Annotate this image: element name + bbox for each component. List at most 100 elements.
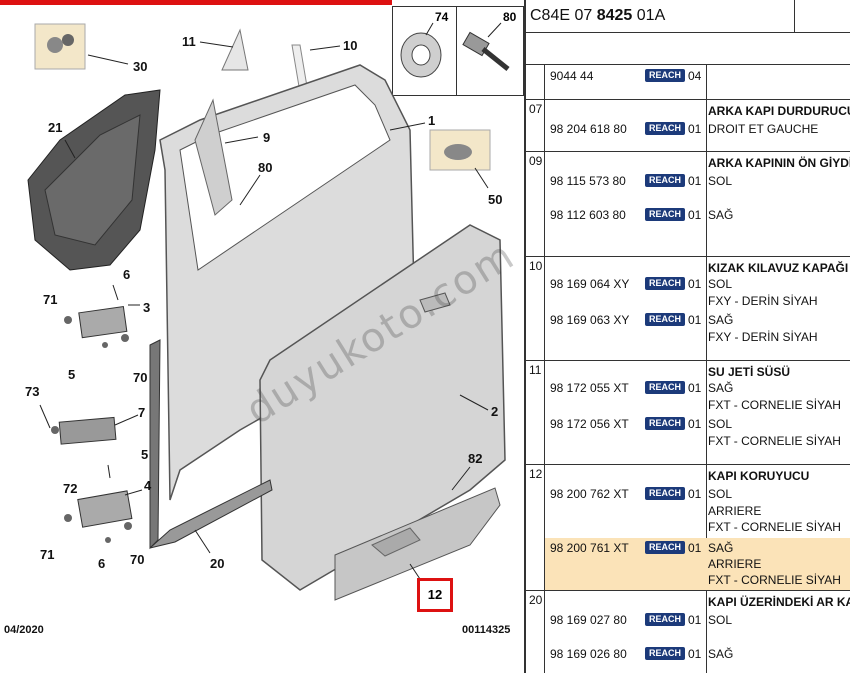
- part-description: SOL: [708, 487, 733, 501]
- callout-72[interactable]: 72: [63, 481, 78, 496]
- part-trim: FXT - CORNELIE SİYAH: [708, 434, 841, 448]
- callout-70-top[interactable]: 70: [133, 370, 148, 385]
- part-position: ARRIERE: [708, 504, 762, 518]
- callout-73[interactable]: 73: [25, 384, 40, 399]
- callout-11[interactable]: 11: [182, 34, 196, 49]
- reach-badge: REACH: [645, 69, 685, 82]
- part-number[interactable]: 98 112 603 80: [550, 208, 626, 222]
- quantity: 01: [688, 487, 702, 501]
- reach-badge: REACH: [645, 277, 685, 290]
- reach-badge: REACH: [645, 613, 685, 626]
- part-position: ARRIERE: [708, 557, 762, 571]
- reach-badge: REACH: [645, 313, 685, 326]
- quantity: 01: [688, 417, 702, 431]
- hardware-inset: 74 80: [392, 6, 524, 96]
- callout-12-highlighted[interactable]: 12: [417, 578, 453, 612]
- row-number: 20: [529, 593, 543, 607]
- callout-80[interactable]: 80: [258, 160, 273, 175]
- parts-row[interactable]: 07 ARKA KAPI DURDURUCU 98 204 618 80 REA…: [526, 99, 850, 152]
- part-description: SAĞ: [708, 313, 734, 327]
- part-number[interactable]: 98 169 026 80: [550, 647, 627, 661]
- callout-20[interactable]: 20: [210, 556, 225, 571]
- reach-badge: REACH: [645, 647, 685, 660]
- part-description: SOL: [708, 417, 733, 431]
- callout-3[interactable]: 3: [143, 300, 151, 315]
- row-number: 11: [529, 363, 542, 377]
- part-description: DROIT ET GAUCHE: [708, 122, 819, 136]
- hinge-lower: [64, 464, 143, 543]
- callout-4[interactable]: 4: [144, 478, 152, 493]
- row-title: KAPI KORUYUCU: [708, 469, 810, 483]
- part-trim: FXT - CORNELIE SİYAH: [708, 573, 841, 587]
- diagram-date: 04/2020: [4, 624, 44, 636]
- reach-badge: REACH: [645, 487, 685, 500]
- callout-30[interactable]: 30: [133, 59, 148, 74]
- part-number[interactable]: 98 200 761 XT: [550, 541, 629, 555]
- reference-code: C84E 07 8425 01A: [530, 7, 666, 24]
- part-trim: FXY - DERİN SİYAH: [708, 294, 818, 308]
- part-number[interactable]: 98 204 618 80: [550, 122, 627, 136]
- callout-71-top[interactable]: 71: [43, 292, 58, 307]
- inset-label-74: 74: [435, 10, 449, 24]
- parts-diagram: 74 80: [0, 0, 524, 636]
- part-number[interactable]: 98 200 762 XT: [550, 487, 629, 501]
- inset-label-80: 80: [503, 10, 517, 24]
- part-number[interactable]: 98 169 027 80: [550, 613, 627, 627]
- reach-badge: REACH: [645, 381, 685, 394]
- row-number: 12: [529, 467, 543, 481]
- quantity: 04: [688, 69, 702, 83]
- parts-row[interactable]: 09 ARKA KAPININ ÖN GİYDİ 98 115 573 80 R…: [526, 151, 850, 257]
- callout-71-bottom[interactable]: 71: [40, 547, 55, 562]
- quantity: 01: [688, 174, 702, 188]
- callout-50[interactable]: 50: [488, 192, 503, 207]
- part-number[interactable]: 98 169 064 XY: [550, 277, 630, 291]
- callout-6-bottom[interactable]: 6: [98, 556, 106, 571]
- callout-70-bottom[interactable]: 70: [130, 552, 145, 567]
- selected-part-row[interactable]: 98 200 761 XT REACH 01 SAĞ ARRIERE FXT -…: [545, 538, 850, 590]
- reach-badge: REACH: [645, 122, 685, 135]
- row-title: ARKA KAPININ ÖN GİYDİ: [708, 156, 850, 170]
- hinge-upper: [64, 284, 140, 348]
- part-number[interactable]: 98 172 055 XT: [550, 381, 629, 395]
- part-description: SOL: [708, 174, 733, 188]
- quantity: 01: [688, 613, 702, 627]
- callout-10[interactable]: 10: [343, 38, 358, 53]
- quantity: 01: [688, 277, 702, 291]
- inset-divider: [456, 7, 457, 95]
- diagram-top-bar: [0, 0, 392, 5]
- row-title: ARKA KAPI DURDURUCU: [708, 104, 850, 118]
- row-title: KIZAK KILAVUZ KAPAĞI: [708, 261, 849, 275]
- quantity: 01: [688, 381, 702, 395]
- part-number[interactable]: 9044 44: [550, 69, 594, 83]
- callout-5-top[interactable]: 5: [68, 367, 76, 382]
- reach-badge: REACH: [645, 417, 685, 430]
- callout-9[interactable]: 9: [263, 130, 271, 145]
- part-number[interactable]: 98 172 056 XT: [550, 417, 629, 431]
- callout-2[interactable]: 2: [491, 404, 499, 419]
- part-description: SAĞ: [708, 208, 734, 222]
- reach-badge: REACH: [645, 541, 685, 554]
- parts-row[interactable]: 9044 44 REACH 04: [526, 64, 850, 100]
- callout-6-top[interactable]: 6: [123, 267, 131, 282]
- row-title: KAPI ÜZERİNDEKİ AR KA: [708, 595, 850, 609]
- part-number[interactable]: 98 115 573 80: [550, 174, 626, 188]
- part-trim: FXT - CORNELIE SİYAH: [708, 520, 841, 534]
- callout-5-bottom[interactable]: 5: [141, 447, 149, 462]
- callout-21[interactable]: 21: [48, 120, 63, 135]
- part-30-shape: [34, 23, 129, 70]
- parts-row[interactable]: 20 KAPI ÜZERİNDEKİ AR KA 98 169 027 80 R…: [526, 590, 850, 673]
- part-number[interactable]: 98 169 063 XY: [550, 313, 630, 327]
- reach-badge: REACH: [645, 208, 685, 221]
- callout-1[interactable]: 1: [428, 113, 436, 128]
- quantity: 01: [688, 122, 702, 136]
- part-description: SOL: [708, 613, 733, 627]
- parts-row[interactable]: 10 KIZAK KILAVUZ KAPAĞI 98 169 064 XY RE…: [526, 256, 850, 361]
- part-description: SAĞ: [708, 541, 734, 555]
- callout-82[interactable]: 82: [468, 451, 483, 466]
- reach-badge: REACH: [645, 174, 685, 187]
- callout-7[interactable]: 7: [138, 405, 146, 420]
- part-trim: FXY - DERİN SİYAH: [708, 330, 818, 344]
- parts-row[interactable]: 12 KAPI KORUYUCU 98 200 762 XT REACH 01 …: [526, 464, 850, 591]
- quantity: 01: [688, 313, 702, 327]
- parts-row[interactable]: 11 SU JETİ SÜSÜ 98 172 055 XT REACH 01 S…: [526, 360, 850, 465]
